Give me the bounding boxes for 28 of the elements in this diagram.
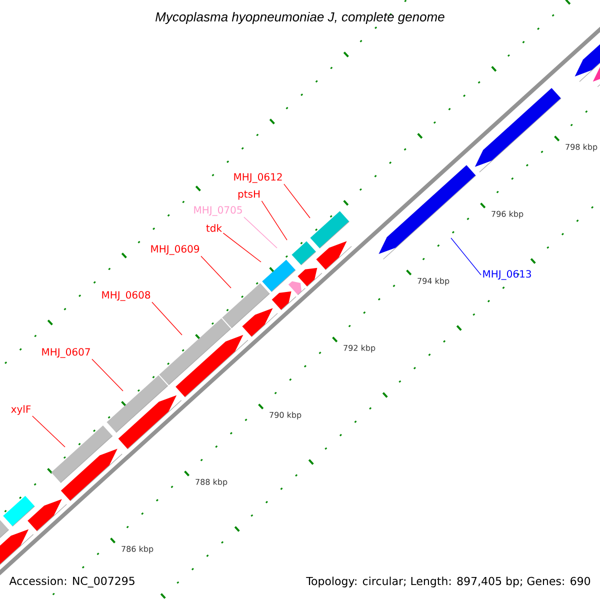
gene-label: MHJ_0609 — [151, 245, 200, 255]
gene-label: ptsH — [238, 190, 260, 200]
gene-label: tdk — [206, 224, 222, 232]
leader-line — [92, 358, 124, 392]
leader-line — [244, 216, 278, 248]
leader-line — [450, 238, 482, 276]
gene-label: MHJ_0612 — [234, 173, 282, 183]
scale-label: 798 kbp — [566, 144, 598, 152]
leader-line — [200, 256, 232, 288]
scale-label: 786 kbp — [122, 546, 154, 554]
leader-line — [32, 416, 66, 448]
gene-label: MHJ_0705 — [194, 206, 242, 216]
accession-text: Accession: NC_007295 — [8, 576, 136, 588]
title: Mycoplasma hyopneumoniae J, complete genome — [156, 12, 444, 24]
leader-line — [222, 232, 262, 262]
scale-label: 792 kbp — [344, 344, 376, 352]
gene-label: MHJ_0608 — [102, 291, 150, 301]
gene-label: MHJ_0613 — [483, 270, 531, 280]
genome-stats-text: Topology: circular; Length: 897,405 bp; Genes: 690 — [305, 576, 592, 588]
gene-label: MHJ_0607 — [42, 348, 90, 358]
gene-label: xylF — [11, 405, 31, 415]
scale-label: 796 kbp — [492, 210, 524, 218]
leader-line — [261, 200, 288, 240]
leader-line — [152, 302, 182, 336]
leader-line — [284, 184, 310, 218]
scale-label: 794 kbp — [418, 278, 450, 286]
scale-label: 790 kbp — [270, 412, 302, 420]
scale-label: 788 kbp — [196, 478, 228, 486]
